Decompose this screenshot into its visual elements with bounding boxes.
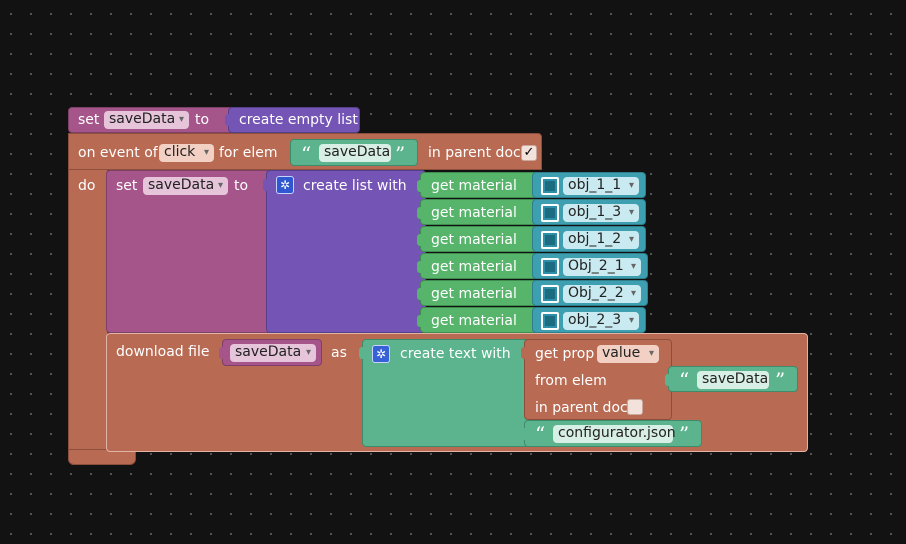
object-dropdown[interactable]: obj_2_3	[563, 312, 639, 330]
do-label: do	[78, 178, 96, 194]
object-icon	[541, 177, 559, 195]
get-material-block[interactable]: get material	[417, 226, 538, 252]
get-material-block[interactable]: get material	[417, 280, 538, 306]
get-material-block[interactable]: get material	[417, 172, 538, 198]
inner-set-block[interactable]: set saveData to	[106, 170, 272, 333]
input-notch	[219, 347, 225, 359]
in-parent-doc-checkbox[interactable]	[627, 399, 643, 415]
from-elem-label: from elem	[535, 373, 607, 389]
get-prop-block[interactable]: get prop value from elem in parent doc	[521, 339, 672, 420]
object-dropdown[interactable]: Obj_2_1	[563, 258, 641, 276]
object-icon	[541, 258, 559, 276]
object-block[interactable]: obj_1_1	[532, 172, 646, 198]
to-label: to	[195, 112, 210, 128]
quote-open-icon: “	[301, 142, 312, 166]
create-empty-list-block[interactable]: create empty list	[225, 107, 360, 133]
input-notch	[263, 179, 269, 191]
get-material-block[interactable]: get material	[417, 253, 538, 279]
filename-text-value[interactable]: configurator.json	[553, 425, 676, 443]
object-block[interactable]: obj_2_3	[532, 307, 646, 333]
create-list-label: create list with	[303, 178, 407, 194]
get-material-label: get material	[431, 232, 517, 248]
from-elem-text-block[interactable]: “ saveData ”	[665, 366, 798, 392]
create-text-with-block[interactable]: ✲ create text with	[359, 339, 530, 447]
get-material-block[interactable]: get material	[417, 199, 538, 225]
object-block[interactable]: obj_1_3	[532, 199, 646, 225]
download-variable-block[interactable]: saveData	[219, 339, 322, 366]
object-icon	[541, 312, 559, 330]
input-notch	[417, 288, 423, 300]
quote-open-icon: “	[679, 368, 690, 392]
inner-variable-dropdown[interactable]: saveData	[143, 177, 228, 195]
input-notch	[521, 347, 527, 359]
on-event-label: on event of	[78, 145, 158, 161]
create-text-label: create text with	[400, 346, 511, 362]
create-empty-list-label: create empty list	[239, 112, 358, 128]
on-event-body-spine: do	[68, 169, 108, 465]
get-prop-label: get prop	[535, 346, 595, 362]
get-material-label: get material	[431, 259, 517, 275]
quote-close-icon: ”	[775, 368, 786, 392]
inner-set-label: set	[116, 178, 138, 194]
for-elem-label: for elem	[219, 145, 278, 161]
object-block[interactable]: obj_1_2	[532, 226, 646, 252]
object-dropdown[interactable]: obj_1_1	[563, 177, 639, 195]
filename-text-block[interactable]: “ configurator.json ”	[521, 420, 702, 447]
input-notch	[417, 180, 423, 192]
input-notch	[417, 315, 423, 327]
event-dropdown[interactable]: click	[159, 144, 214, 162]
quote-close-icon: ”	[679, 422, 690, 446]
in-parent-doc-label: in parent doc	[535, 400, 628, 416]
set-savedata-block[interactable]: set saveData to	[68, 107, 234, 133]
input-notch	[225, 114, 231, 126]
object-icon	[541, 285, 559, 303]
from-elem-text-value[interactable]: saveData	[697, 371, 769, 389]
gear-icon[interactable]: ✲	[276, 176, 294, 194]
as-label: as	[331, 345, 347, 361]
get-material-label: get material	[431, 178, 517, 194]
quote-open-icon: “	[535, 422, 546, 446]
get-material-block[interactable]: get material	[417, 307, 538, 333]
create-list-with-block[interactable]: ✲ create list with	[263, 170, 426, 333]
object-block[interactable]: Obj_2_2	[532, 280, 648, 306]
in-parent-doc-checkbox[interactable]: ✓	[521, 145, 537, 161]
object-dropdown[interactable]: obj_1_3	[563, 204, 639, 222]
object-icon	[541, 204, 559, 222]
input-notch	[521, 428, 527, 440]
elem-text-block[interactable]: “ saveData ”	[290, 139, 418, 166]
elem-text-value[interactable]: saveData	[319, 144, 391, 162]
gear-icon[interactable]: ✲	[372, 345, 390, 363]
download-variable-dropdown[interactable]: saveData	[230, 344, 316, 362]
object-dropdown[interactable]: Obj_2_2	[563, 285, 641, 303]
input-notch	[417, 207, 423, 219]
inner-to-label: to	[234, 178, 249, 194]
download-file-label: download file	[116, 344, 210, 360]
get-material-label: get material	[431, 313, 517, 329]
get-material-label: get material	[431, 205, 517, 221]
object-block[interactable]: Obj_2_1	[532, 253, 648, 279]
get-material-label: get material	[431, 286, 517, 302]
in-parent-doc-label: in parent doc	[428, 145, 521, 161]
input-notch	[665, 374, 671, 386]
on-event-bottom-cap	[68, 449, 136, 465]
input-notch	[417, 234, 423, 246]
input-notch	[359, 347, 365, 359]
prop-dropdown[interactable]: value	[597, 345, 659, 363]
set-label: set	[78, 112, 100, 128]
variable-dropdown[interactable]: saveData	[104, 111, 189, 129]
object-dropdown[interactable]: obj_1_2	[563, 231, 639, 249]
input-notch	[417, 261, 423, 273]
quote-close-icon: ”	[395, 142, 406, 166]
object-icon	[541, 231, 559, 249]
